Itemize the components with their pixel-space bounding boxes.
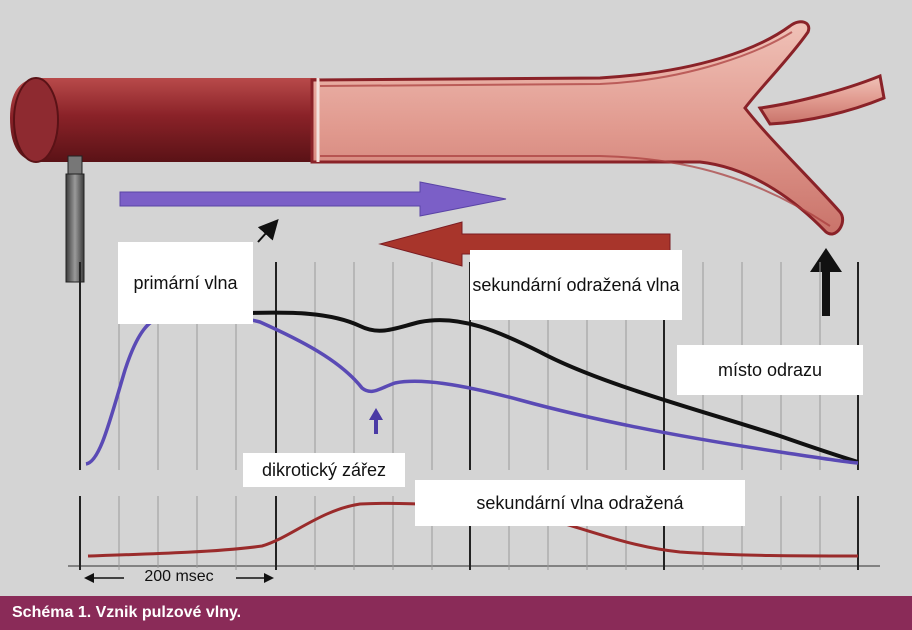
pointer-arrow-small bbox=[258, 222, 276, 242]
time-scale-label: 200 msec bbox=[124, 568, 234, 586]
figure-caption: Schéma 1. Vznik pulzové vlny. bbox=[0, 596, 912, 630]
primary-wave-label: primární vlna bbox=[118, 242, 253, 324]
reflection-site-arrow bbox=[810, 248, 842, 316]
artery-opening bbox=[14, 78, 58, 162]
dicrotic-notch-label: dikrotický zářez bbox=[243, 453, 405, 487]
catheter-sensor bbox=[66, 156, 84, 282]
reflection-site-label: místo odrazu bbox=[677, 345, 863, 395]
artery-bifurcation bbox=[760, 76, 884, 124]
forward-wave-arrow bbox=[120, 182, 506, 216]
secondary-wave-reflected-label: sekundární vlna odražená bbox=[415, 480, 745, 526]
secondary-reflected-wave-label: sekundární odražená vlna bbox=[470, 250, 682, 320]
dicrotic-notch-arrow bbox=[369, 408, 383, 434]
